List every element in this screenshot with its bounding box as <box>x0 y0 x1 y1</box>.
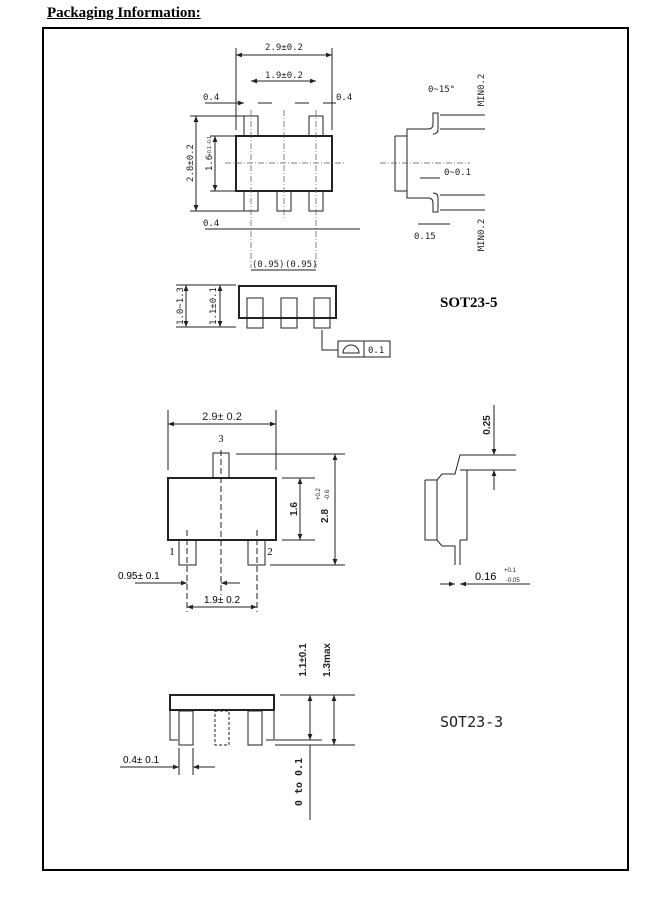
dim-lead-width: 0.4± 0.1 <box>123 755 160 766</box>
package-label-sot23-3: SOT23-3 <box>440 713 503 731</box>
dim-body-height: 1.1±0.1 <box>209 287 219 325</box>
dim-angle: 0~15° <box>428 85 455 95</box>
dim-pitch: 1.9±0.2 <box>265 71 303 81</box>
dim-min-bottom: MIN0.2 <box>477 219 487 252</box>
dim-half-pitch: 0.95± 0.1 <box>118 571 160 582</box>
flatness-value: 0.1 <box>368 346 384 356</box>
dim-min-top: MIN0.2 <box>477 74 487 107</box>
dim-thickness-tol-plus: +0.1 <box>504 568 517 574</box>
dim-pitch-2: (0.95) <box>285 260 318 270</box>
dim-standoff: 0~0.1 <box>444 168 471 178</box>
sot23-5-side-view: MIN0.2 MIN0.2 0~15° 0~0.1 0.15 <box>380 74 487 252</box>
dim-thickness: 0.16 <box>475 571 496 583</box>
dim-height-tol-minus: -0.6 <box>325 489 331 500</box>
flatness-icon <box>342 344 360 354</box>
dim-max-height: 1.3max <box>322 643 333 677</box>
dim-body-height: 1.1±0.1 <box>298 643 309 677</box>
dim-thickness-tol-minus: -0.05 <box>506 578 520 584</box>
sot23-3-side-view: 0.25 0.16 +0.1 -0.05 <box>424 405 530 587</box>
dim-body: 1.6 <box>289 502 300 516</box>
dim-lead-bottom: 0.4 <box>203 219 219 229</box>
dim-lead-top-right: 0.4 <box>336 93 352 103</box>
dim-lead-top: 0.25 <box>482 415 493 435</box>
sot23-5-top-view: 2.9±0.2 1.9±0.2 0.4 0.4 2.8±0.2 1.6 +0.1… <box>186 43 360 271</box>
dim-height: 2.8 <box>320 509 331 523</box>
dim-thickness: 0.15 <box>414 232 436 242</box>
dim-pitch: 1.9± 0.2 <box>204 595 241 606</box>
sot23-3-front-view: 1.1±0.1 1.3max 0 to 0.1 0.4± 0.1 SOT23-3 <box>120 643 503 820</box>
section-title: Packaging Information: <box>47 5 201 21</box>
dim-pitch-1: (0.95) <box>252 260 285 270</box>
package-label-sot23-5: SOT23-5 <box>440 295 498 311</box>
dim-lead-top-left: 0.4 <box>203 93 219 103</box>
pin-3-label: 3 <box>219 434 224 445</box>
dim-width: 2.9±0.2 <box>265 43 303 53</box>
dim-width: 2.9± 0.2 <box>202 411 242 423</box>
dim-height-tol-plus: +0.2 <box>316 487 322 500</box>
drawing-frame <box>42 27 629 871</box>
dim-standoff: 0 to 0.1 <box>294 758 305 806</box>
dim-body-tolerance: +0.1 -0.1 <box>207 136 213 156</box>
sot23-5-front-view: 1.0~1.3 1.1±0.1 0.1 SOT23-5 <box>176 284 498 358</box>
sot23-3-top-view: 2.9± 0.2 3 1 2 1.6 2.8 +0.2 -0.6 0.95± 0… <box>118 410 345 612</box>
dim-body: 1.6 <box>205 155 215 171</box>
dim-height: 2.8±0.2 <box>186 144 196 182</box>
pin-1-label: 1 <box>169 546 175 558</box>
dim-total-height: 1.0~1.3 <box>176 287 186 325</box>
pin-2-label: 2 <box>267 546 273 558</box>
